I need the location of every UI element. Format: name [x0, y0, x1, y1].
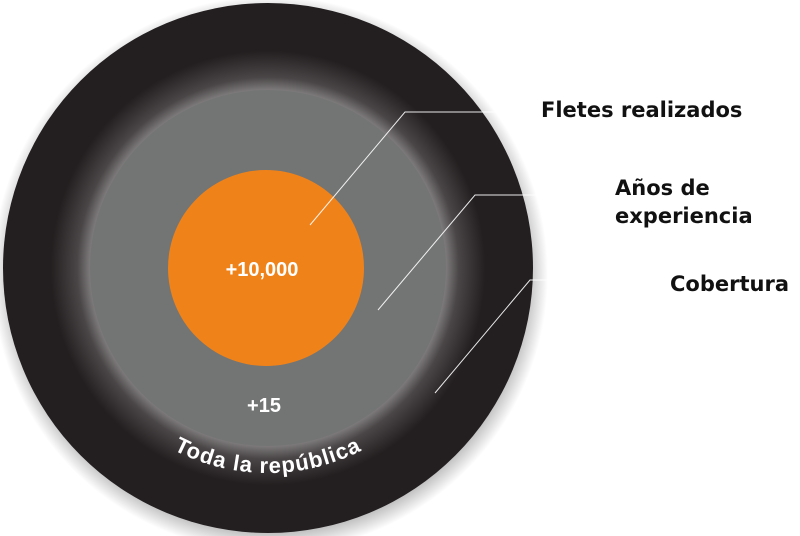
anos-label-line1: Años de [615, 176, 710, 200]
fletes-label: Fletes realizados [541, 98, 743, 122]
anos-leader-line [377, 194, 605, 311]
anos-label-line2: experiencia [615, 204, 753, 228]
middle-value: +15 [247, 395, 281, 417]
cobertura-leader-line [434, 279, 660, 394]
inner-value: +10,000 [226, 259, 299, 281]
fletes-leader-line [309, 111, 530, 226]
cobertura-label: Cobertura [670, 272, 789, 296]
